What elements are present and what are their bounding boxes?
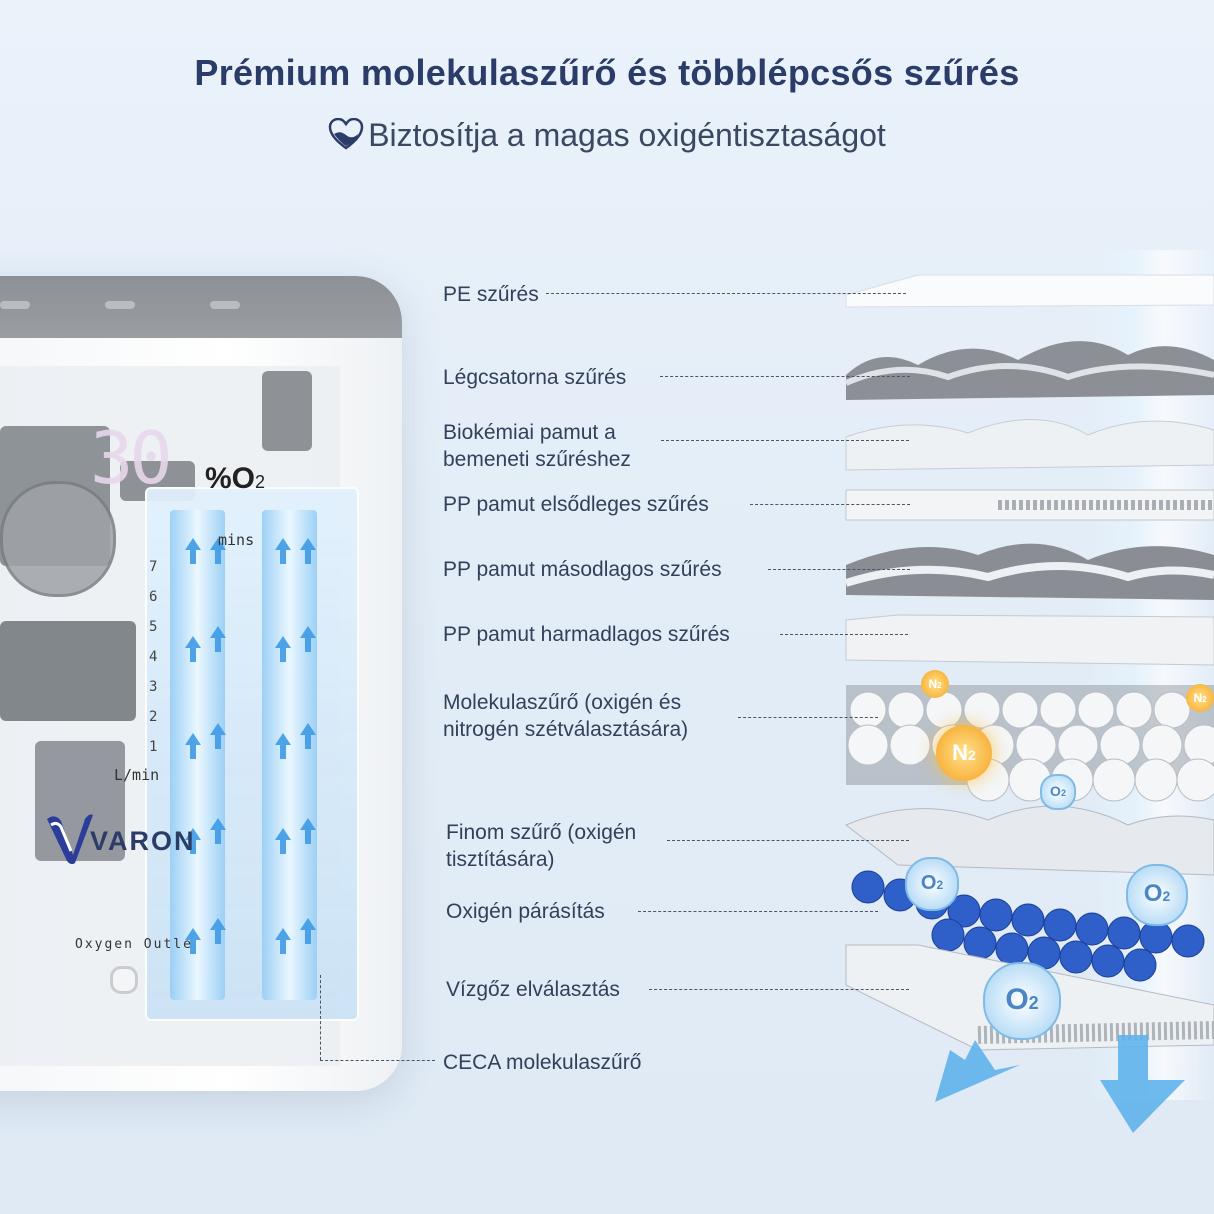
label-ceca-sieve: CECA molekulaszűrő	[443, 1051, 642, 1074]
sieve-tube-left	[170, 510, 225, 1000]
label-molecular-line1: Molekulaszűrő (oxigén és	[443, 691, 682, 714]
label-fine-line2: tisztítására)	[446, 848, 555, 871]
o2-molecule: O2	[905, 857, 959, 911]
label-vapor-separation: Vízgőz elválasztás	[446, 978, 620, 1001]
oxygen-output-arrows	[935, 1035, 1185, 1133]
airflow-arrows	[185, 538, 316, 954]
ceca-dash-vertical	[320, 975, 321, 1060]
leader-line	[638, 911, 878, 912]
o2-molecule: O2	[1040, 774, 1076, 810]
valve-top	[262, 371, 312, 451]
page-title: Prémium molekulaszűrő és többlépcsős szű…	[194, 52, 1020, 93]
label-biochem-line2: bemeneti szűréshez	[443, 448, 631, 471]
label-pp-tertiary: PP pamut harmadlagos szűrés	[443, 623, 730, 646]
heart-icon	[328, 117, 364, 158]
label-air-channel-filter: Légcsatorna szűrés	[443, 366, 627, 389]
leader-line	[320, 1060, 435, 1061]
device-button	[105, 301, 135, 309]
subtitle-text: Biztosítja a magas oxigéntisztaságot	[368, 117, 886, 153]
flow-scale-tick: 5	[149, 619, 158, 635]
filter-stack	[844, 274, 1214, 1051]
device-button	[210, 301, 240, 309]
device-top-panel	[0, 276, 402, 338]
leader-line	[768, 569, 910, 570]
o2-display-label: %O2	[205, 462, 266, 495]
flow-scale-tick: 1	[149, 739, 158, 755]
oxygen-outlet-label: Oxygen Outle	[75, 937, 193, 952]
flow-scale-tick: 7	[149, 559, 158, 575]
label-humidification: Oxigén párásítás	[446, 900, 605, 923]
o2-molecule: O2	[1126, 864, 1188, 926]
n2-molecule: N2	[1186, 684, 1214, 712]
flow-unit-label: L/min	[114, 766, 160, 784]
varon-logo	[45, 811, 93, 871]
flow-scale-tick: 3	[149, 679, 158, 695]
display-digits: 30	[90, 416, 173, 500]
label-biochem-line1: Biokémiai pamut a	[443, 421, 616, 444]
label-pp-primary: PP pamut elsődleges szűrés	[443, 493, 709, 516]
compressor-fan	[0, 481, 116, 597]
leader-line	[546, 293, 906, 294]
leader-line	[661, 440, 909, 441]
mins-label: mins	[218, 531, 255, 549]
label-pe-filter: PE szűrés	[443, 283, 539, 306]
flow-scale-tick: 4	[149, 649, 158, 665]
leader-line	[750, 504, 910, 505]
n2-molecule: N2	[921, 670, 949, 698]
flow-scale-tick: 2	[149, 709, 158, 725]
label-pp-secondary: PP pamut másodlagos szűrés	[443, 558, 722, 581]
leader-line	[667, 840, 909, 841]
label-fine-line1: Finom szűrő (oxigén	[446, 821, 637, 844]
o2-molecule-large: O2	[983, 962, 1061, 1040]
leader-line	[649, 989, 909, 990]
label-molecular-line2: nitrogén szétválasztására)	[443, 718, 689, 741]
device-button	[0, 301, 30, 309]
valve-block	[0, 621, 136, 721]
brand-name: VARON	[90, 826, 196, 856]
flow-scale-tick: 6	[149, 589, 158, 605]
outlet-port	[110, 966, 138, 994]
n2-molecule-large: N2	[936, 725, 992, 781]
leader-line	[738, 717, 878, 718]
leader-line	[780, 634, 908, 635]
page-subtitle: Biztosítja a magas oxigéntisztaságot	[0, 117, 1214, 158]
leader-line	[660, 376, 910, 377]
